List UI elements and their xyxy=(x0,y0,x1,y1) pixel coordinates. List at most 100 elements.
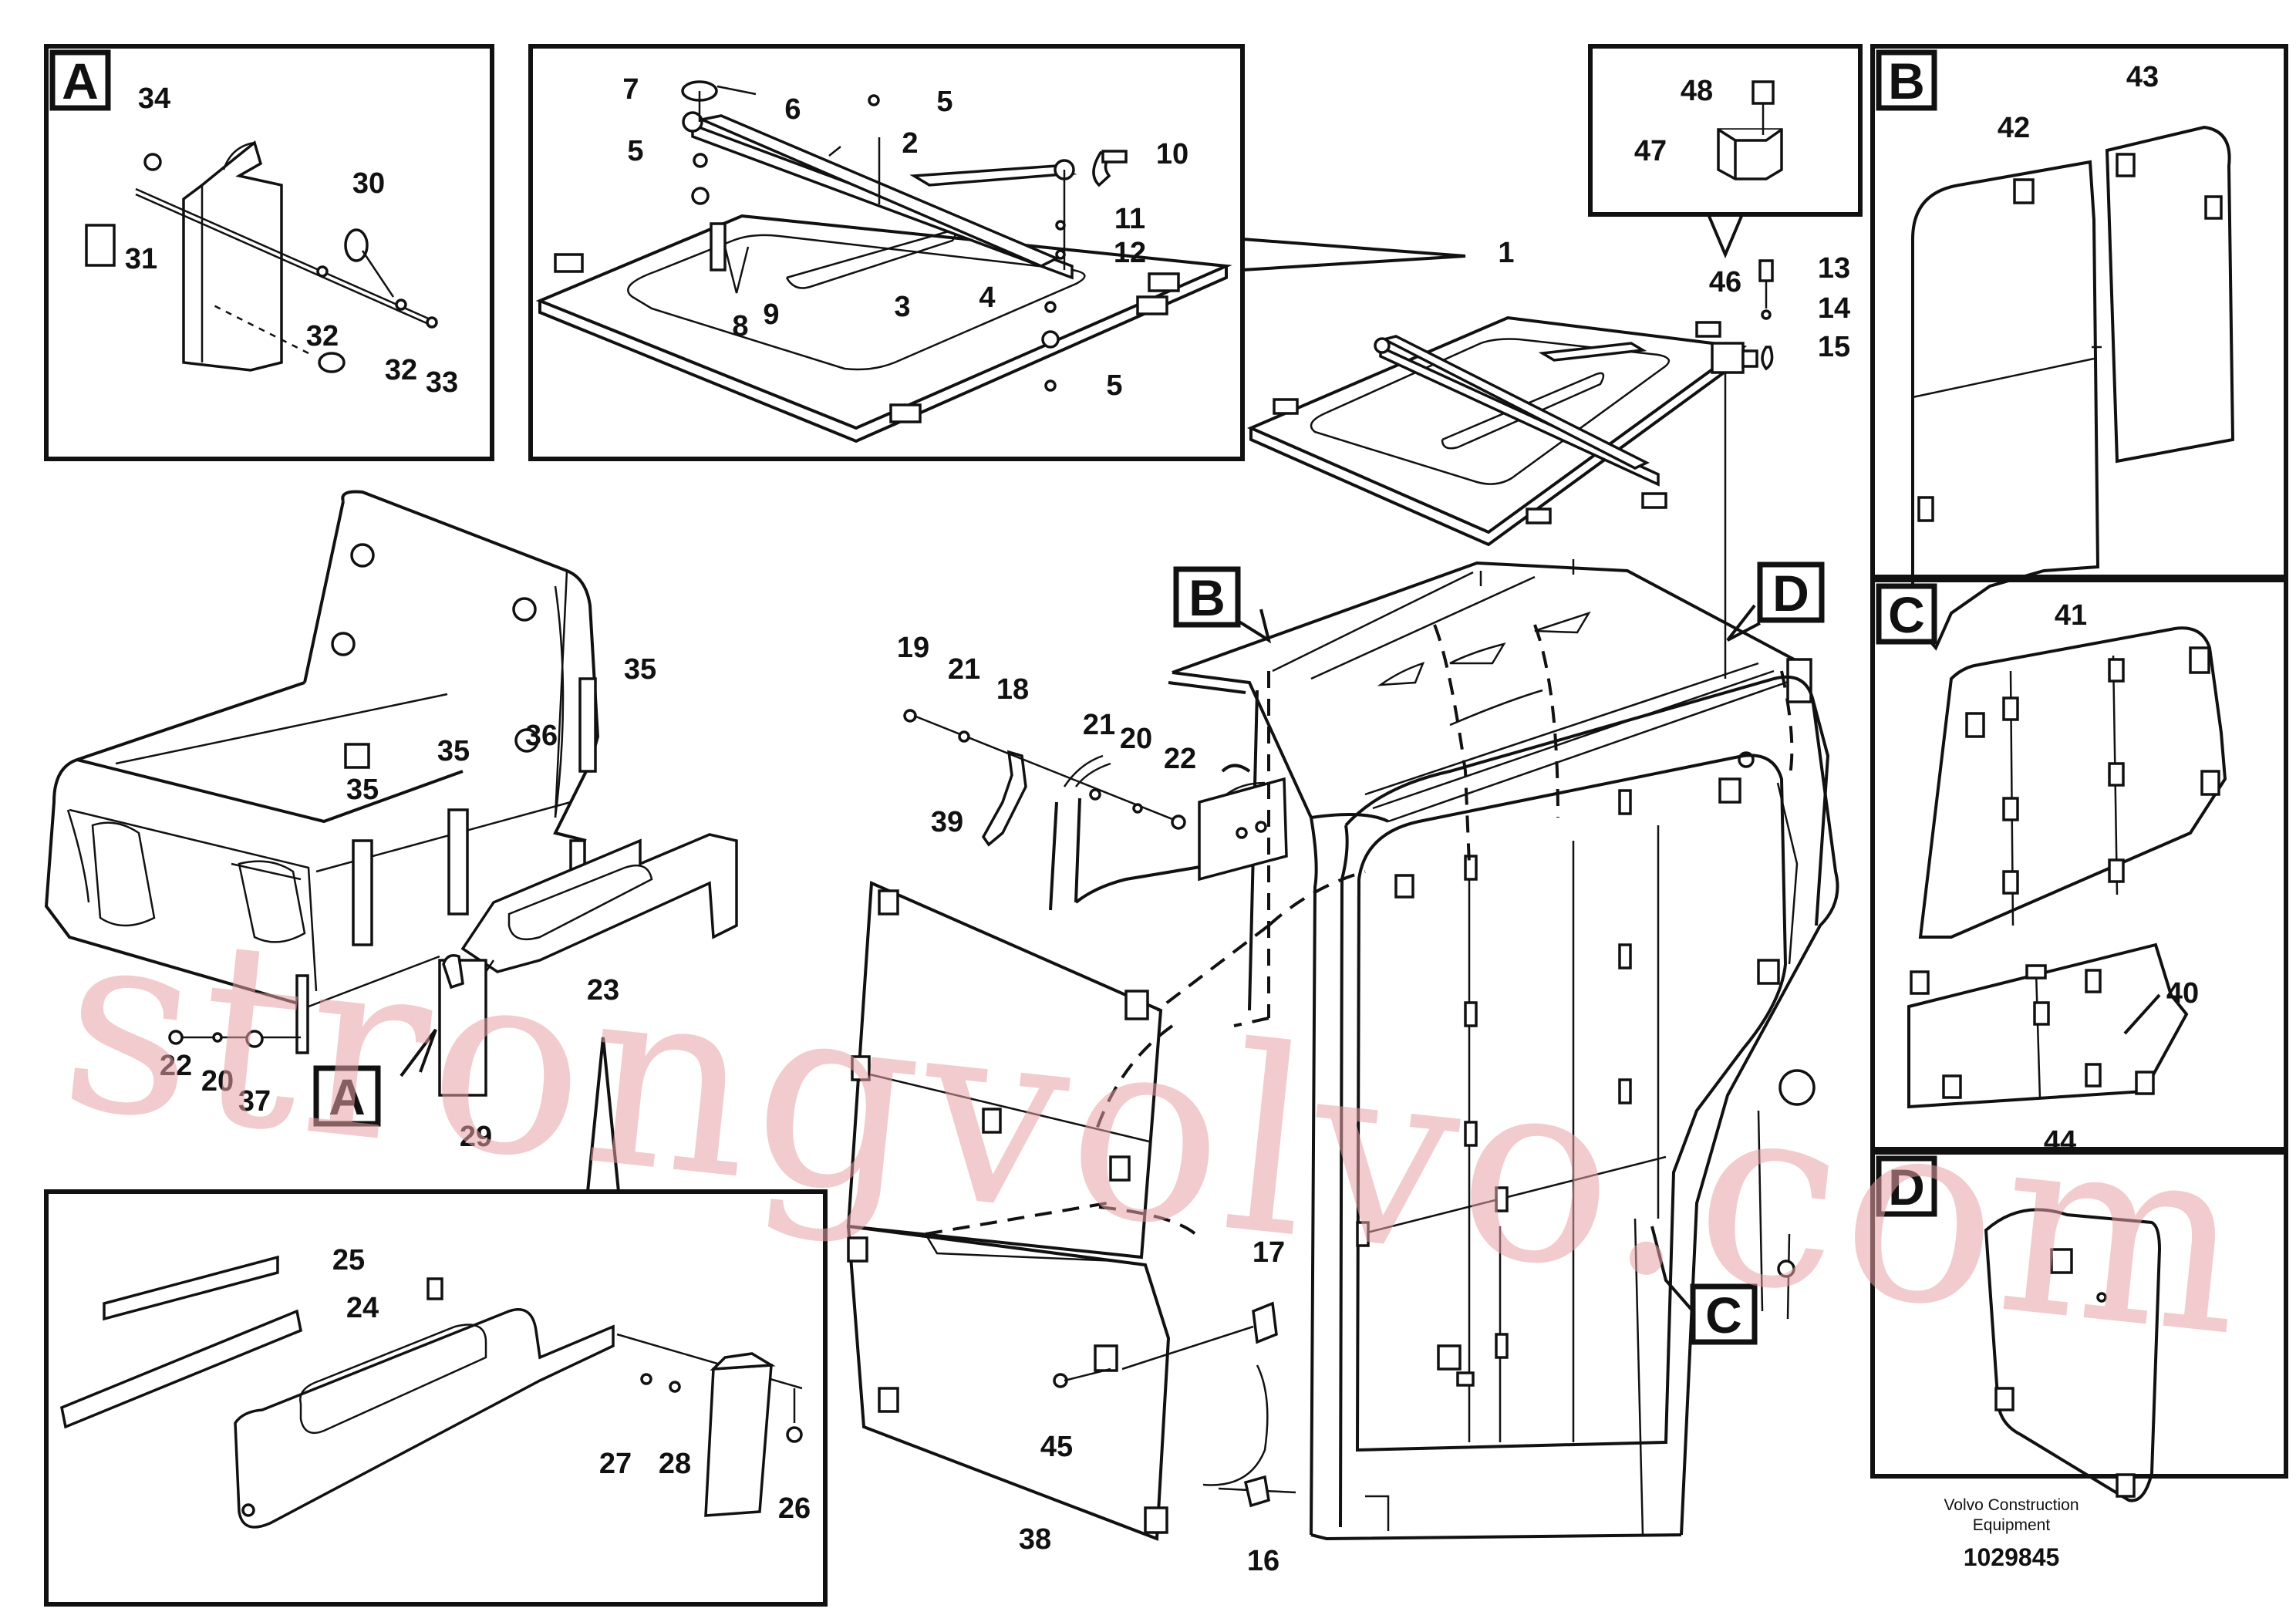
callout-p21a: 21 xyxy=(948,653,980,686)
leader-23-to-frame xyxy=(586,1037,620,1192)
callout-p36: 36 xyxy=(525,720,558,752)
callout-p40: 40 xyxy=(2166,977,2199,1010)
detail-top-cover-parts xyxy=(535,80,1232,443)
callout-p41: 41 xyxy=(2055,599,2087,632)
callout-p39: 39 xyxy=(931,806,963,838)
letter-c-main: C xyxy=(1705,1286,1742,1344)
letter-box-d-main: D xyxy=(1757,561,1825,623)
arm-console-23-29 xyxy=(168,677,738,1097)
publisher-line-1: Volvo Construction xyxy=(1944,1496,2079,1514)
letter-box-c-main: C xyxy=(1690,1283,1758,1345)
callout-p21b: 21 xyxy=(1083,709,1115,741)
detail-frame-23 xyxy=(44,1189,828,1607)
letter-d-top: D xyxy=(1888,1158,1925,1216)
letter-box-a-main: A xyxy=(313,1065,381,1127)
callout-p9: 9 xyxy=(763,298,779,331)
callout-p35b: 35 xyxy=(437,735,470,767)
callout-p6: 6 xyxy=(784,93,801,126)
detail-frame-d xyxy=(1870,1150,2288,1479)
callout-p22a: 22 xyxy=(1164,743,1196,775)
callout-p8: 8 xyxy=(732,310,748,342)
leader-d xyxy=(1726,604,1761,642)
leader-40 xyxy=(2123,993,2161,1035)
latch-hardware-18-22 xyxy=(903,709,1186,847)
detail-frame-top-cover xyxy=(528,44,1245,461)
callout-p5c: 5 xyxy=(1106,369,1122,402)
letter-box-d-top: D xyxy=(1876,1155,1937,1217)
detail-d-parts xyxy=(1984,1208,2162,1502)
letter-b-main: B xyxy=(1188,569,1226,626)
callout-p44: 44 xyxy=(2044,1125,2076,1158)
detail-23-parts xyxy=(60,1255,803,1529)
callout-p7: 7 xyxy=(622,73,639,106)
callout-p19: 19 xyxy=(897,632,929,664)
letter-a-top: A xyxy=(62,52,99,110)
letter-box-b-top: B xyxy=(1876,49,1937,111)
letter-box-c-top: C xyxy=(1876,583,1937,645)
detail-b-parts xyxy=(1911,125,2235,651)
rear-window-38-39 xyxy=(846,881,1278,1541)
callout-p5a: 5 xyxy=(936,86,952,118)
callout-p24: 24 xyxy=(346,1292,379,1324)
letter-c-top: C xyxy=(1888,586,1925,643)
publisher-line-2: Equipment xyxy=(1973,1516,2051,1534)
callout-p25: 25 xyxy=(332,1244,365,1276)
callout-p13: 13 xyxy=(1818,252,1850,285)
detail-frame-b xyxy=(1870,44,2288,579)
callout-p28: 28 xyxy=(659,1448,691,1480)
callout-p15: 15 xyxy=(1818,331,1850,363)
detail-frames xyxy=(44,44,2288,1607)
detail-c-parts xyxy=(1907,626,2227,1109)
cab-body xyxy=(925,559,1839,1541)
leader-frame-to-part1 xyxy=(1242,238,1466,271)
callout-p31: 31 xyxy=(125,243,157,275)
callout-p43: 43 xyxy=(2126,61,2159,93)
callout-p37: 37 xyxy=(238,1085,271,1118)
detail-frame-d-bracket xyxy=(1588,44,1863,217)
callout-p16: 16 xyxy=(1247,1545,1279,1577)
letter-box-b-main: B xyxy=(1173,566,1241,628)
callout-p4: 4 xyxy=(979,282,995,314)
callout-p48: 48 xyxy=(1681,75,1713,107)
callout-p2: 2 xyxy=(902,127,918,160)
leader-frame-d-to-46 xyxy=(1707,214,1744,259)
callout-p26: 26 xyxy=(778,1492,811,1525)
callout-p45: 45 xyxy=(1040,1431,1073,1463)
callout-p32b: 32 xyxy=(385,354,417,386)
roof-cover-part-1 xyxy=(1246,315,1748,547)
callout-p5b: 5 xyxy=(627,135,643,167)
callout-p3: 3 xyxy=(894,291,910,323)
callout-p38: 38 xyxy=(1019,1523,1051,1556)
leader-c xyxy=(1650,1226,1694,1313)
callout-p35a: 35 xyxy=(624,653,656,686)
detail-a-parts xyxy=(85,140,438,373)
callout-p14: 14 xyxy=(1818,292,1850,325)
letter-a-main: A xyxy=(329,1068,366,1125)
callout-p20b: 20 xyxy=(201,1065,234,1098)
callout-p10: 10 xyxy=(1156,138,1188,170)
callout-p18: 18 xyxy=(996,673,1029,706)
leader-a xyxy=(400,1028,437,1077)
callout-p30: 30 xyxy=(352,167,385,200)
detail-frame-c xyxy=(1870,578,2288,1152)
callout-p42: 42 xyxy=(1998,112,2030,144)
letter-d-main: D xyxy=(1772,565,1809,622)
callout-p12: 12 xyxy=(1114,237,1146,269)
letter-box-a-top: A xyxy=(49,49,111,111)
callout-p34: 34 xyxy=(138,83,170,115)
callout-p29: 29 xyxy=(460,1121,492,1153)
drawing-number: 1029845 xyxy=(1964,1543,2060,1571)
callout-p33: 33 xyxy=(426,366,458,399)
letter-b-top: B xyxy=(1888,52,1925,110)
leader-b xyxy=(1236,609,1272,644)
detail-frame-a xyxy=(44,44,494,461)
bracket-part-46 xyxy=(1711,259,1774,679)
callout-p17: 17 xyxy=(1253,1236,1285,1269)
callout-p47: 47 xyxy=(1634,135,1667,167)
callout-p1: 1 xyxy=(1498,237,1514,269)
watermark-text: strongvolvo.com xyxy=(50,869,2262,1393)
callout-p11: 11 xyxy=(1114,203,1145,235)
callout-p46: 46 xyxy=(1709,266,1741,298)
